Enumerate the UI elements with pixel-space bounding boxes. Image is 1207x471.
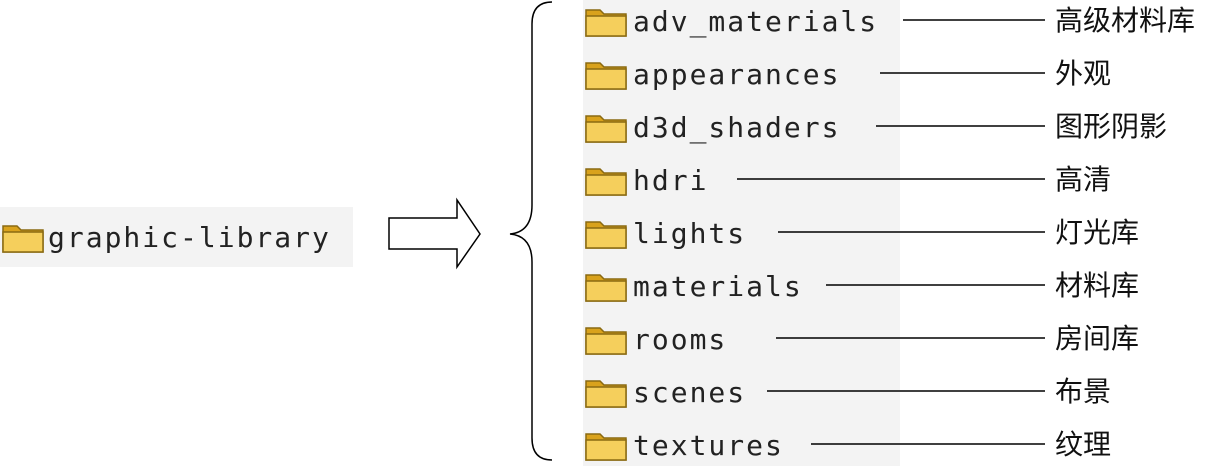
folder-list: adv_materials appearances d3d_shaders hd… (583, 0, 900, 466)
folder-name: adv_materials (633, 4, 879, 38)
curly-brace (509, 1, 553, 461)
right-arrow-icon (388, 197, 481, 270)
annotation-label: 外观 (1055, 57, 1112, 90)
root-folder-name: graphic-library (48, 220, 331, 254)
annotation-label: 灯光库 (1055, 216, 1140, 249)
annotation-label: 高清 (1055, 163, 1112, 196)
folder-item[interactable]: appearances (583, 48, 900, 100)
folder-icon (585, 9, 627, 37)
annotation-label: 高级材料库 (1055, 4, 1196, 37)
folder-icon (585, 274, 627, 302)
folder-icon (2, 225, 44, 253)
folder-name: hdri (633, 163, 709, 197)
root-folder[interactable]: graphic-library (0, 207, 353, 267)
annotation-label: 布景 (1055, 375, 1112, 408)
folder-name: d3d_shaders (633, 110, 841, 144)
folder-icon (585, 115, 627, 143)
folder-name: materials (633, 269, 803, 303)
folder-name: textures (633, 428, 784, 462)
folder-icon (585, 221, 627, 249)
folder-item[interactable]: rooms (583, 313, 900, 365)
folder-icon (585, 433, 627, 461)
folder-item[interactable]: textures (583, 419, 900, 471)
folder-item[interactable]: lights (583, 207, 900, 259)
folder-item[interactable]: scenes (583, 366, 900, 418)
annotation-label: 材料库 (1055, 269, 1140, 302)
folder-icon (585, 62, 627, 90)
folder-item[interactable]: d3d_shaders (583, 101, 900, 153)
folder-icon (585, 380, 627, 408)
annotation-label: 图形阴影 (1055, 110, 1168, 143)
folder-name: lights (633, 216, 747, 250)
folder-item[interactable]: materials (583, 260, 900, 312)
folder-name: rooms (633, 322, 728, 356)
folder-icon (585, 327, 627, 355)
folder-item[interactable]: hdri (583, 154, 900, 206)
annotation-label: 房间库 (1055, 322, 1140, 355)
annotation-label: 纹理 (1055, 428, 1112, 461)
folder-name: scenes (633, 375, 747, 409)
folder-icon (585, 168, 627, 196)
folder-item[interactable]: adv_materials (583, 0, 900, 47)
folder-name: appearances (633, 57, 841, 91)
